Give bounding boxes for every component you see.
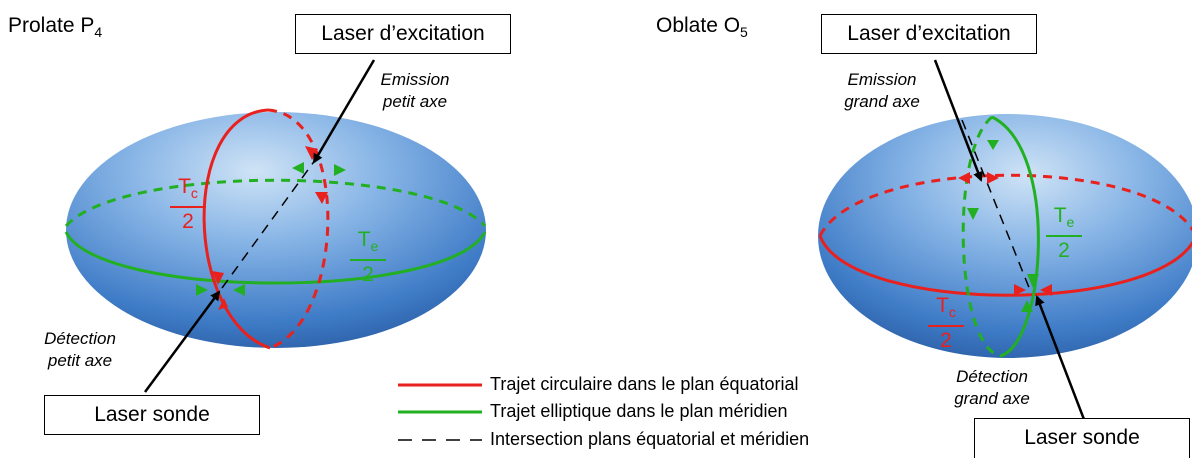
prolate-ellipsoid [66, 112, 486, 348]
prolate-green-arrowhead [233, 284, 245, 296]
prolate-excitation-arrow [312, 59, 376, 164]
oblate-probe-laser-box: Laser sonde [974, 418, 1190, 458]
oblate-green-arrowhead [1027, 274, 1039, 288]
oblate-emission-label: Emission grand axe [844, 70, 920, 111]
legend-item-circular: Trajet circulaire dans le plan équatoria… [490, 374, 799, 394]
oblate-red-back-path [818, 173, 1192, 237]
oblate-te-fraction: Te 2 [1046, 205, 1082, 262]
prolate-red-arrowhead [305, 146, 318, 160]
oblate-probe-arrow [1035, 295, 1087, 423]
oblate-title: Oblate O5 [656, 14, 748, 41]
oblate-excitation-arrow [933, 59, 983, 182]
prolate-probe-arrow [143, 290, 221, 393]
legend-item-elliptic: Trajet elliptique dans le plan méridien [490, 401, 788, 421]
legend-item-intersection: Intersection plans équatorial et méridie… [490, 429, 810, 449]
oblate-red-arrowhead [958, 172, 970, 184]
prolate-red-arrowhead [218, 298, 228, 310]
prolate-excitation-laser-box: Laser d’excitation [295, 14, 511, 54]
prolate-tc-fraction: Tc 2 [170, 176, 206, 233]
prolate-red-arrowhead [212, 271, 224, 285]
oblate-green-front-path [991, 115, 1040, 358]
oblate-green-arrowhead [987, 140, 999, 150]
oblate-detection-label: Détection grand axe [954, 367, 1030, 408]
prolate-red-arrowhead [315, 192, 328, 204]
prolate-green-arrowhead [196, 284, 208, 296]
oblate-tc-fraction: Tc 2 [928, 295, 964, 352]
prolate-title: Prolate P4 [8, 14, 103, 41]
oblate-red-arrowhead [1040, 284, 1052, 296]
prolate-green-front-path [64, 231, 487, 285]
oblate-red-arrowhead [987, 172, 999, 184]
oblate-green-back-path [961, 115, 1001, 358]
prolate-emission-label: Emission petit axe [380, 70, 450, 111]
oblate-ellipsoid [818, 114, 1192, 358]
oblate-green-arrowhead [967, 208, 979, 220]
oblate-intersection-line [961, 119, 1031, 291]
oblate-red-front-path [818, 235, 1192, 297]
prolate-detection-label: Détection petit axe [44, 329, 116, 370]
oblate-excitation-laser-box: Laser d’excitation [821, 14, 1037, 54]
prolate-red-front-path [202, 108, 271, 350]
prolate-intersection-line [221, 155, 319, 289]
oblate-red-arrowhead [1014, 284, 1026, 296]
prolate-green-arrowhead [292, 162, 304, 174]
prolate-green-arrowhead [334, 164, 346, 176]
prolate-probe-laser-box: Laser sonde [44, 395, 260, 435]
oblate-green-arrowhead [1021, 300, 1033, 312]
prolate-te-fraction: Te 2 [350, 229, 386, 286]
